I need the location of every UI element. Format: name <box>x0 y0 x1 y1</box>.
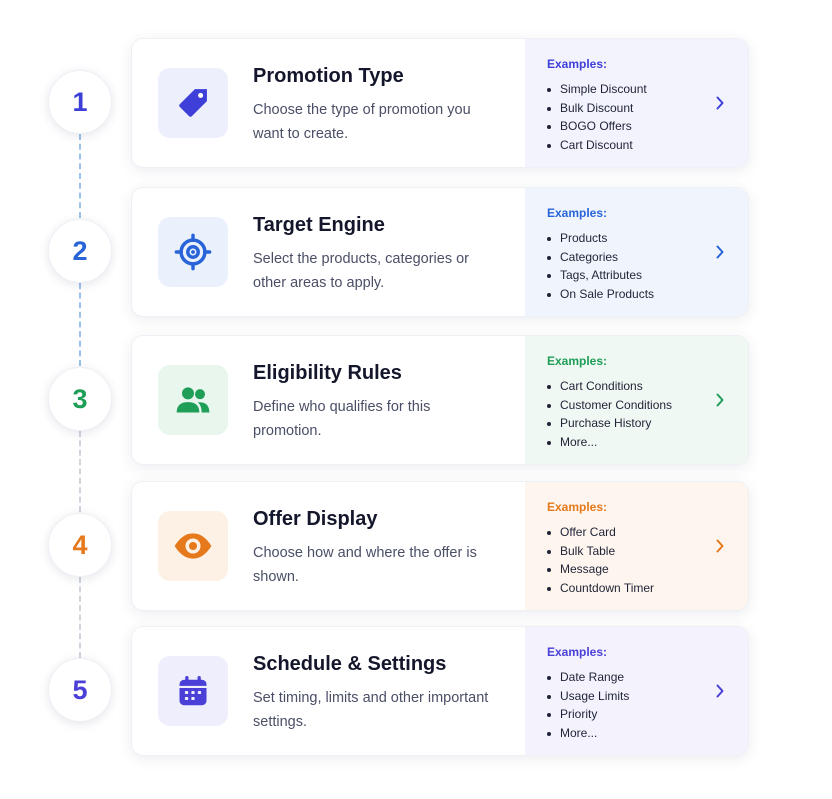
timeline-connector <box>79 431 81 512</box>
step-icon-box <box>158 68 228 138</box>
chevron-right-icon[interactable] <box>712 95 728 111</box>
example-item: Date Range <box>547 668 748 687</box>
step-description: Choose how and where the offer is shown. <box>253 545 477 585</box>
example-item: On Sale Products <box>547 285 748 304</box>
example-item: Customer Conditions <box>547 396 748 415</box>
step-description: Select the products, categories or other… <box>253 251 470 291</box>
step-description: Define who qualifies for this promotion. <box>253 399 431 439</box>
step-card-main: Promotion Type Choose the type of promot… <box>132 39 525 167</box>
example-item: More... <box>547 433 748 452</box>
step-icon-box <box>158 217 228 287</box>
chevron-right-icon[interactable] <box>712 392 728 408</box>
example-item: Countdown Timer <box>547 579 748 598</box>
step-title: Promotion Type <box>253 65 404 87</box>
step-card-main: Target Engine Select the products, categ… <box>132 188 525 316</box>
examples-label: Examples: <box>547 500 608 514</box>
example-item: Usage Limits <box>547 687 748 706</box>
step-title: Offer Display <box>253 508 378 530</box>
step-examples-panel: Examples: Simple Discount Bulk Discount … <box>525 39 748 167</box>
step-card-promotion-type[interactable]: Promotion Type Choose the type of promot… <box>131 38 749 168</box>
step-examples-panel: Examples: Date Range Usage Limits Priori… <box>525 627 748 755</box>
step-title: Eligibility Rules <box>253 362 402 384</box>
step-number: 2 <box>72 235 88 266</box>
step-card-main: Offer Display Choose how and where the o… <box>132 482 525 610</box>
step-icon-box <box>158 656 228 726</box>
calendar-icon <box>179 676 207 706</box>
step-card-offer-display[interactable]: Offer Display Choose how and where the o… <box>131 481 749 611</box>
step-description: Set timing, limits and other important s… <box>253 690 489 730</box>
chevron-right-icon[interactable] <box>712 538 728 554</box>
example-item: Bulk Table <box>547 542 748 561</box>
example-item: Bulk Discount <box>547 99 748 118</box>
examples-label: Examples: <box>547 57 608 71</box>
step-card-eligibility-rules[interactable]: Eligibility Rules Define who qualifies f… <box>131 335 749 465</box>
timeline-connector <box>79 134 81 218</box>
step-number: 1 <box>72 86 88 117</box>
step-number-badge: 5 <box>48 658 112 722</box>
chevron-right-icon[interactable] <box>712 683 728 699</box>
examples-list: Date Range Usage Limits Priority More... <box>547 668 748 742</box>
target-icon <box>174 233 212 271</box>
example-item: Simple Discount <box>547 80 748 99</box>
step-examples-panel: Examples: Cart Conditions Customer Condi… <box>525 336 748 464</box>
users-icon <box>176 387 210 413</box>
example-item: Cart Discount <box>547 136 748 155</box>
chevron-right-icon[interactable] <box>712 244 728 260</box>
step-card-main: Schedule & Settings Set timing, limits a… <box>132 627 525 755</box>
tag-icon <box>179 89 207 117</box>
example-item: Purchase History <box>547 414 748 433</box>
example-item: More... <box>547 724 748 743</box>
timeline-connector <box>79 283 81 366</box>
examples-label: Examples: <box>547 645 608 659</box>
step-description: Choose the type of promotion you want to… <box>253 102 471 142</box>
step-number-badge: 1 <box>48 70 112 134</box>
example-item: Products <box>547 229 748 248</box>
step-icon-box <box>158 365 228 435</box>
step-number: 3 <box>72 383 88 414</box>
step-examples-panel: Examples: Products Categories Tags, Attr… <box>525 188 748 316</box>
example-item: Categories <box>547 248 748 267</box>
examples-list: Offer Card Bulk Table Message Countdown … <box>547 523 748 597</box>
step-card-target-engine[interactable]: Target Engine Select the products, categ… <box>131 187 749 317</box>
step-card-main: Eligibility Rules Define who qualifies f… <box>132 336 525 464</box>
step-number-badge: 4 <box>48 513 112 577</box>
examples-list: Products Categories Tags, Attributes On … <box>547 229 748 303</box>
step-number-badge: 2 <box>48 219 112 283</box>
examples-label: Examples: <box>547 206 608 220</box>
step-icon-box <box>158 511 228 581</box>
example-item: BOGO Offers <box>547 117 748 136</box>
example-item: Cart Conditions <box>547 377 748 396</box>
step-number: 4 <box>72 529 88 560</box>
step-number-badge: 3 <box>48 367 112 431</box>
examples-list: Cart Conditions Customer Conditions Purc… <box>547 377 748 451</box>
example-item: Priority <box>547 705 748 724</box>
example-item: Tags, Attributes <box>547 266 748 285</box>
step-title: Schedule & Settings <box>253 653 447 675</box>
examples-label: Examples: <box>547 354 608 368</box>
eye-icon <box>174 533 212 559</box>
step-card-schedule-settings[interactable]: Schedule & Settings Set timing, limits a… <box>131 626 749 756</box>
example-item: Offer Card <box>547 523 748 542</box>
examples-list: Simple Discount Bulk Discount BOGO Offer… <box>547 80 748 154</box>
step-title: Target Engine <box>253 214 385 236</box>
step-number: 5 <box>72 674 88 705</box>
timeline-connector <box>79 577 81 658</box>
example-item: Message <box>547 560 748 579</box>
step-examples-panel: Examples: Offer Card Bulk Table Message … <box>525 482 748 610</box>
